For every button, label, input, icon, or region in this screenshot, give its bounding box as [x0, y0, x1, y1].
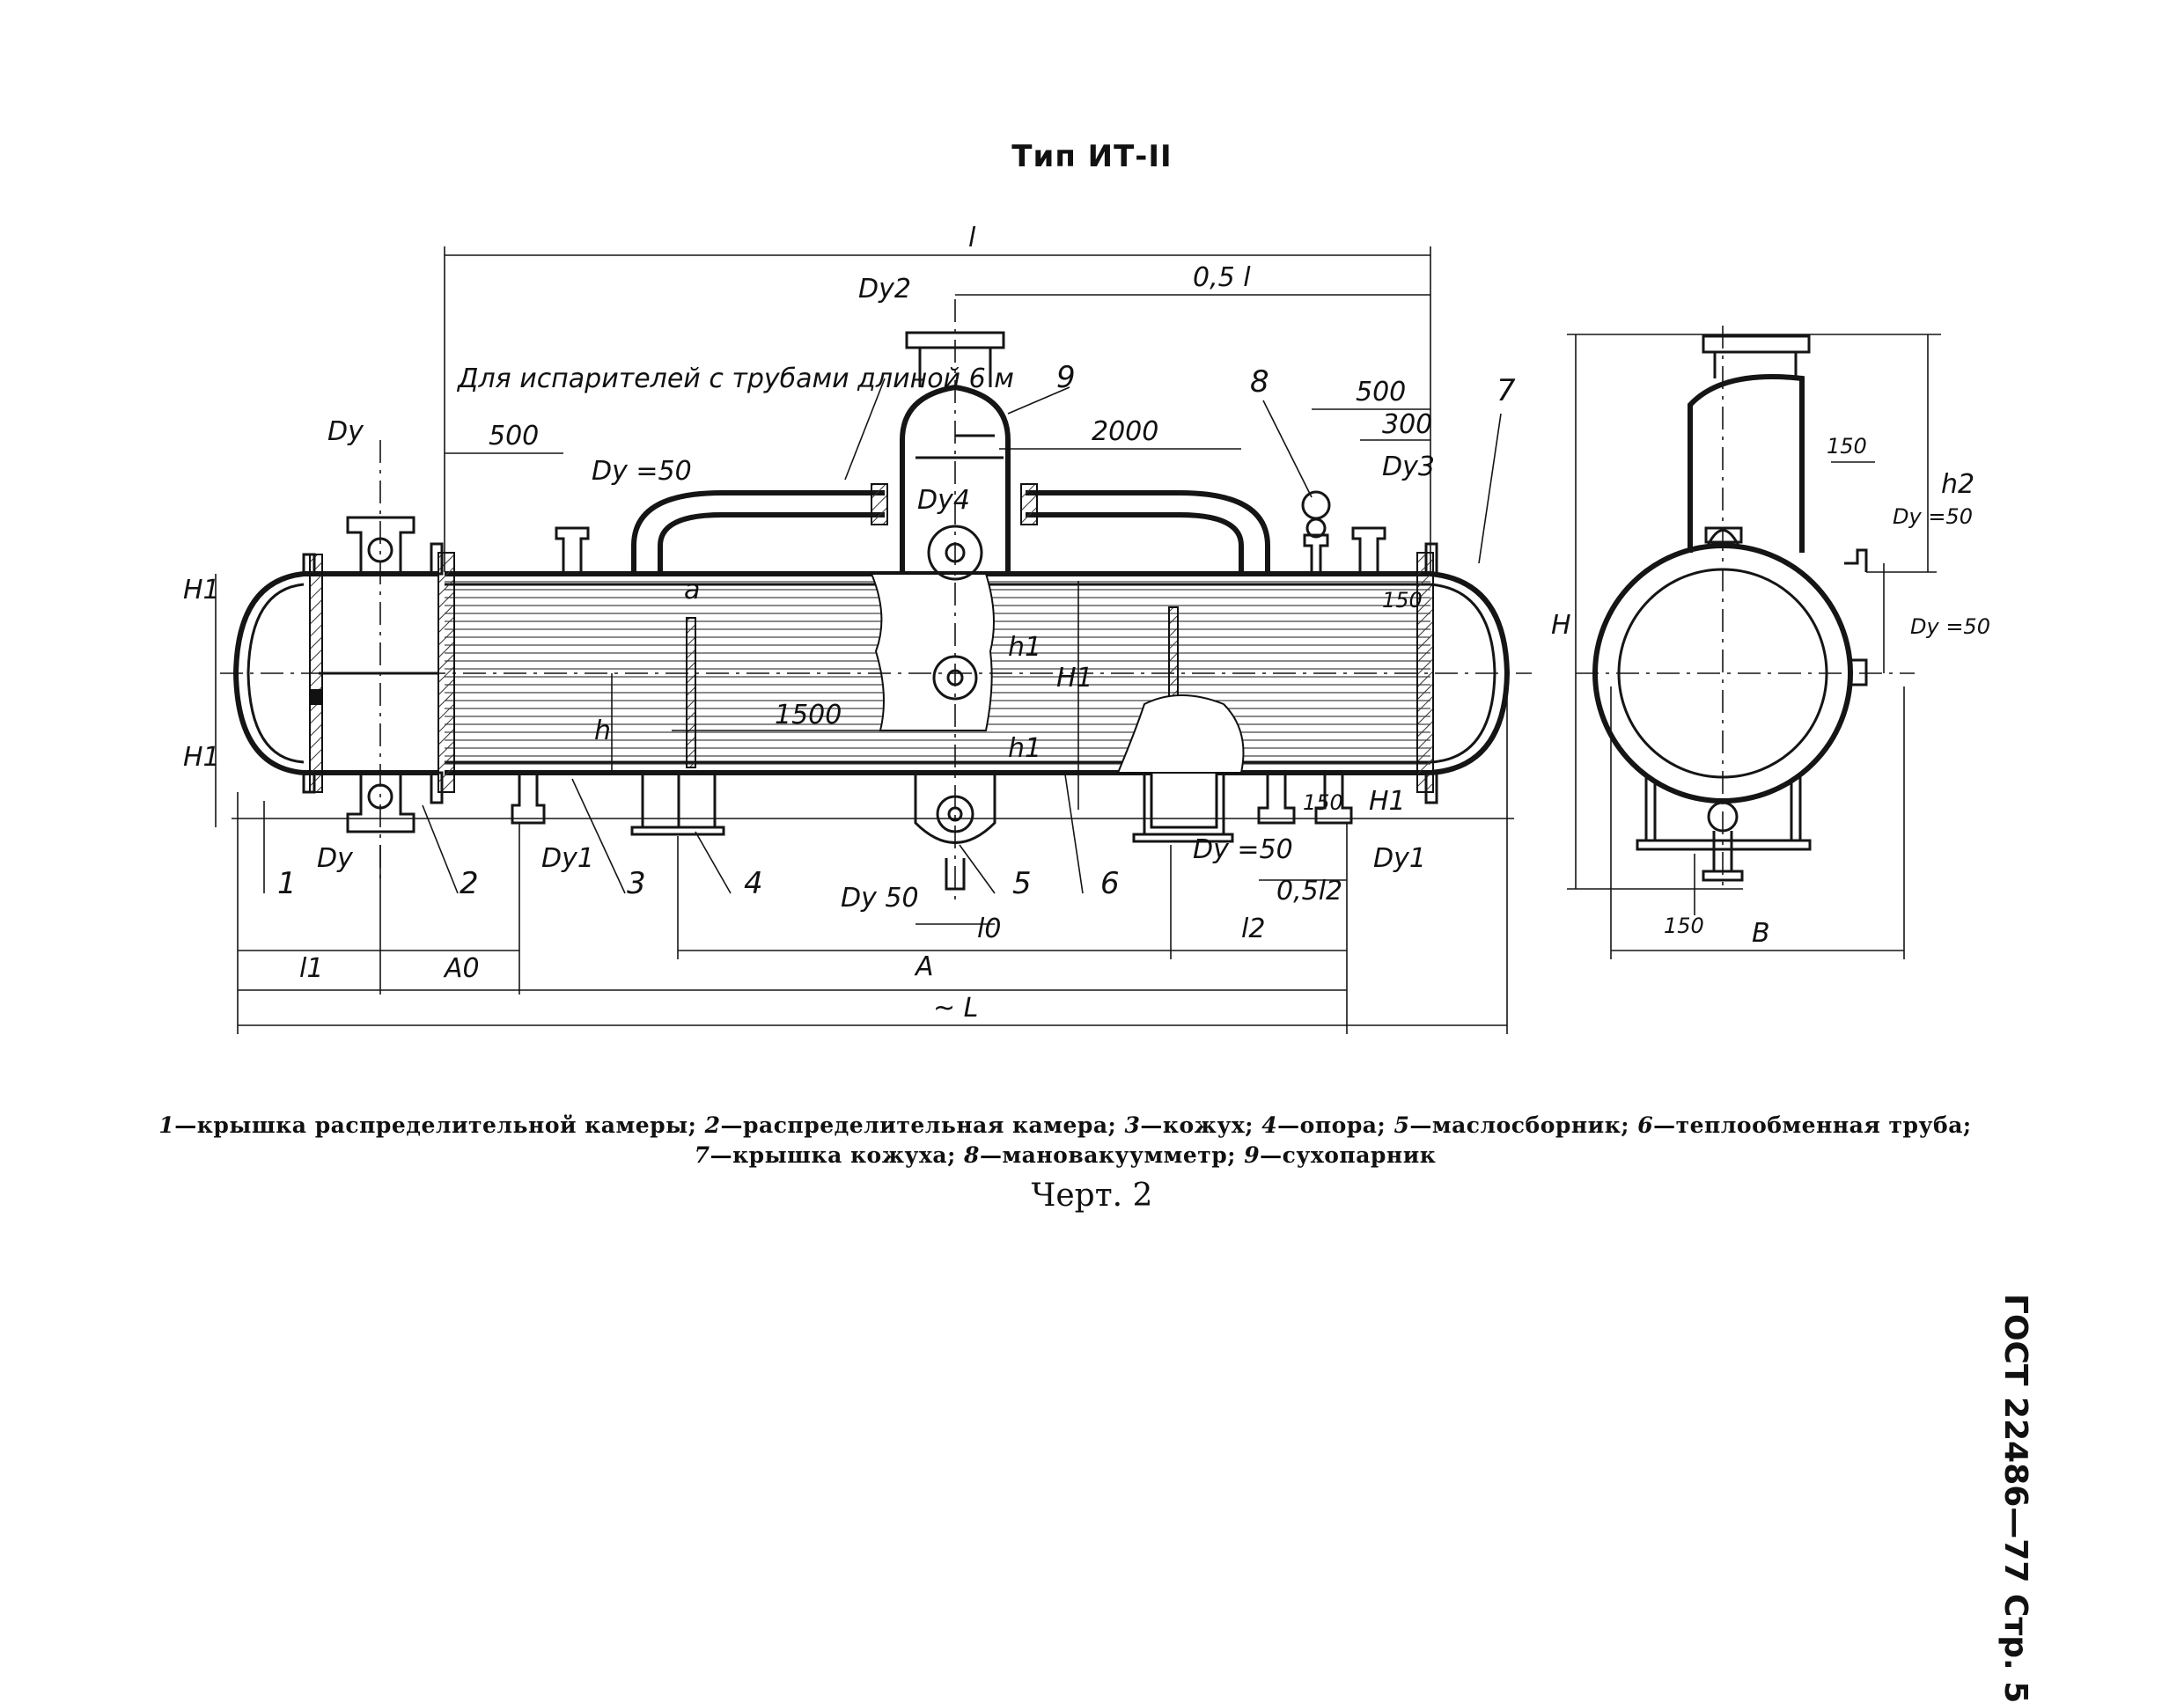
dim-L: ~ L	[933, 993, 978, 1024]
dim-h1-lower: H1	[183, 742, 220, 773]
dim-half-l2: 0,5l2	[1276, 876, 1342, 907]
part-1: 1	[277, 866, 297, 901]
dim-dy-bottom: Dy	[317, 843, 354, 874]
dim-150-side-bottom: 150	[1664, 914, 1704, 938]
dim-l1: l1	[299, 953, 323, 984]
part-6: 6	[1100, 866, 1120, 901]
dim-a-big: A	[914, 951, 934, 982]
dim-h1-mid: H1	[1056, 663, 1093, 694]
dim-h2: h2	[1941, 469, 1974, 500]
dim-h1-right: H1	[1369, 786, 1406, 817]
front-view	[220, 299, 1532, 907]
dim-dy2: Dy2	[858, 274, 911, 305]
part-4: 4	[744, 866, 763, 901]
dim-l: l	[968, 223, 976, 253]
dim-H: H	[1551, 610, 1571, 641]
dim-B: B	[1752, 918, 1770, 949]
legend-item-8: 8—мановакуумметр;	[964, 1142, 1236, 1168]
note-line: Для испарителей с трубами длиной 6 м	[456, 363, 1014, 394]
technical-drawing: l 0,5 l Dy2 Dy 500 Dy =50 2000 500 300 D…	[183, 223, 1990, 1034]
dim-dy4: Dy4	[917, 485, 970, 516]
dim-h1-small-lower: h1	[1008, 733, 1041, 764]
dim-l2: l2	[1241, 914, 1265, 944]
dim-h1-small-upper: h1	[1008, 632, 1041, 663]
part-8: 8	[1250, 364, 1269, 400]
legend-item-3: 3—кожух;	[1124, 1112, 1254, 1138]
dim-dy50-bottom: Dy =50	[1193, 834, 1293, 865]
dim-a0: A0	[443, 953, 480, 984]
front-dimensions	[215, 246, 1514, 1034]
part-number-labels: 1 2 3 4 5 6 7 8 9	[277, 360, 1516, 901]
dim-a: a	[684, 575, 700, 606]
legend-item-6: 6—теплообменная труба;	[1637, 1112, 1972, 1138]
figure-caption: Черт. 2	[1031, 1178, 1153, 1214]
dim-dy3: Dy3	[1382, 451, 1435, 482]
dim-h: h	[594, 716, 611, 746]
dim-half-l: 0,5 l	[1193, 262, 1251, 293]
legend-item-4: 4—опора;	[1261, 1112, 1386, 1138]
dim-300: 300	[1382, 409, 1432, 440]
dim-dy1-left: Dy1	[541, 843, 594, 874]
part-5: 5	[1012, 866, 1032, 901]
legend-item-2: 2—распределительная камера;	[704, 1112, 1117, 1138]
dim-dy-left: Dy	[327, 416, 364, 447]
legend-item-7: 7—крышка кожуха;	[694, 1142, 956, 1168]
dim-1500: 1500	[775, 700, 842, 730]
part-2: 2	[460, 866, 479, 901]
part-9: 9	[1056, 360, 1076, 395]
dimension-labels: l 0,5 l Dy2 Dy 500 Dy =50 2000 500 300 D…	[183, 223, 1435, 1024]
dim-500-left: 500	[489, 421, 539, 451]
drawing-title: Тип ИТ-II	[1011, 139, 1173, 174]
dim-150-side-top: 150	[1827, 434, 1867, 459]
legend-item-1: 1—крышка распределительной камеры;	[158, 1112, 697, 1138]
dim-l0: l0	[977, 914, 1001, 944]
dim-dy1-right: Dy1	[1373, 843, 1426, 874]
dim-150-b: 150	[1303, 790, 1343, 815]
dim-h1-upper: H1	[183, 575, 220, 606]
dim-dy50: Dy =50	[592, 456, 692, 487]
dim-dy-s50: Dy 50	[841, 883, 919, 914]
legend: 1—крышка распределительной камеры; 2—рас…	[158, 1111, 1972, 1171]
legend-item-5: 5—маслосборник;	[1393, 1112, 1629, 1138]
part-7: 7	[1496, 373, 1516, 408]
page-header: ГОСТ 22486—77 Стр. 5	[1997, 1294, 2033, 1703]
dim-dy50-side-b: Dy =50	[1910, 614, 1990, 639]
note-text: Для испарителей с трубами длиной 6 м	[456, 363, 1014, 394]
part-3: 3	[627, 866, 646, 901]
side-view: H h2 B 150 150 Dy =50 Dy =50	[1551, 326, 1990, 959]
dim-2000: 2000	[1092, 416, 1158, 447]
dim-dy50-side-a: Dy =50	[1893, 504, 1973, 529]
dim-500-right: 500	[1356, 377, 1406, 407]
legend-item-9: 9—сухопарник	[1244, 1142, 1437, 1168]
dim-150-a: 150	[1382, 588, 1423, 613]
